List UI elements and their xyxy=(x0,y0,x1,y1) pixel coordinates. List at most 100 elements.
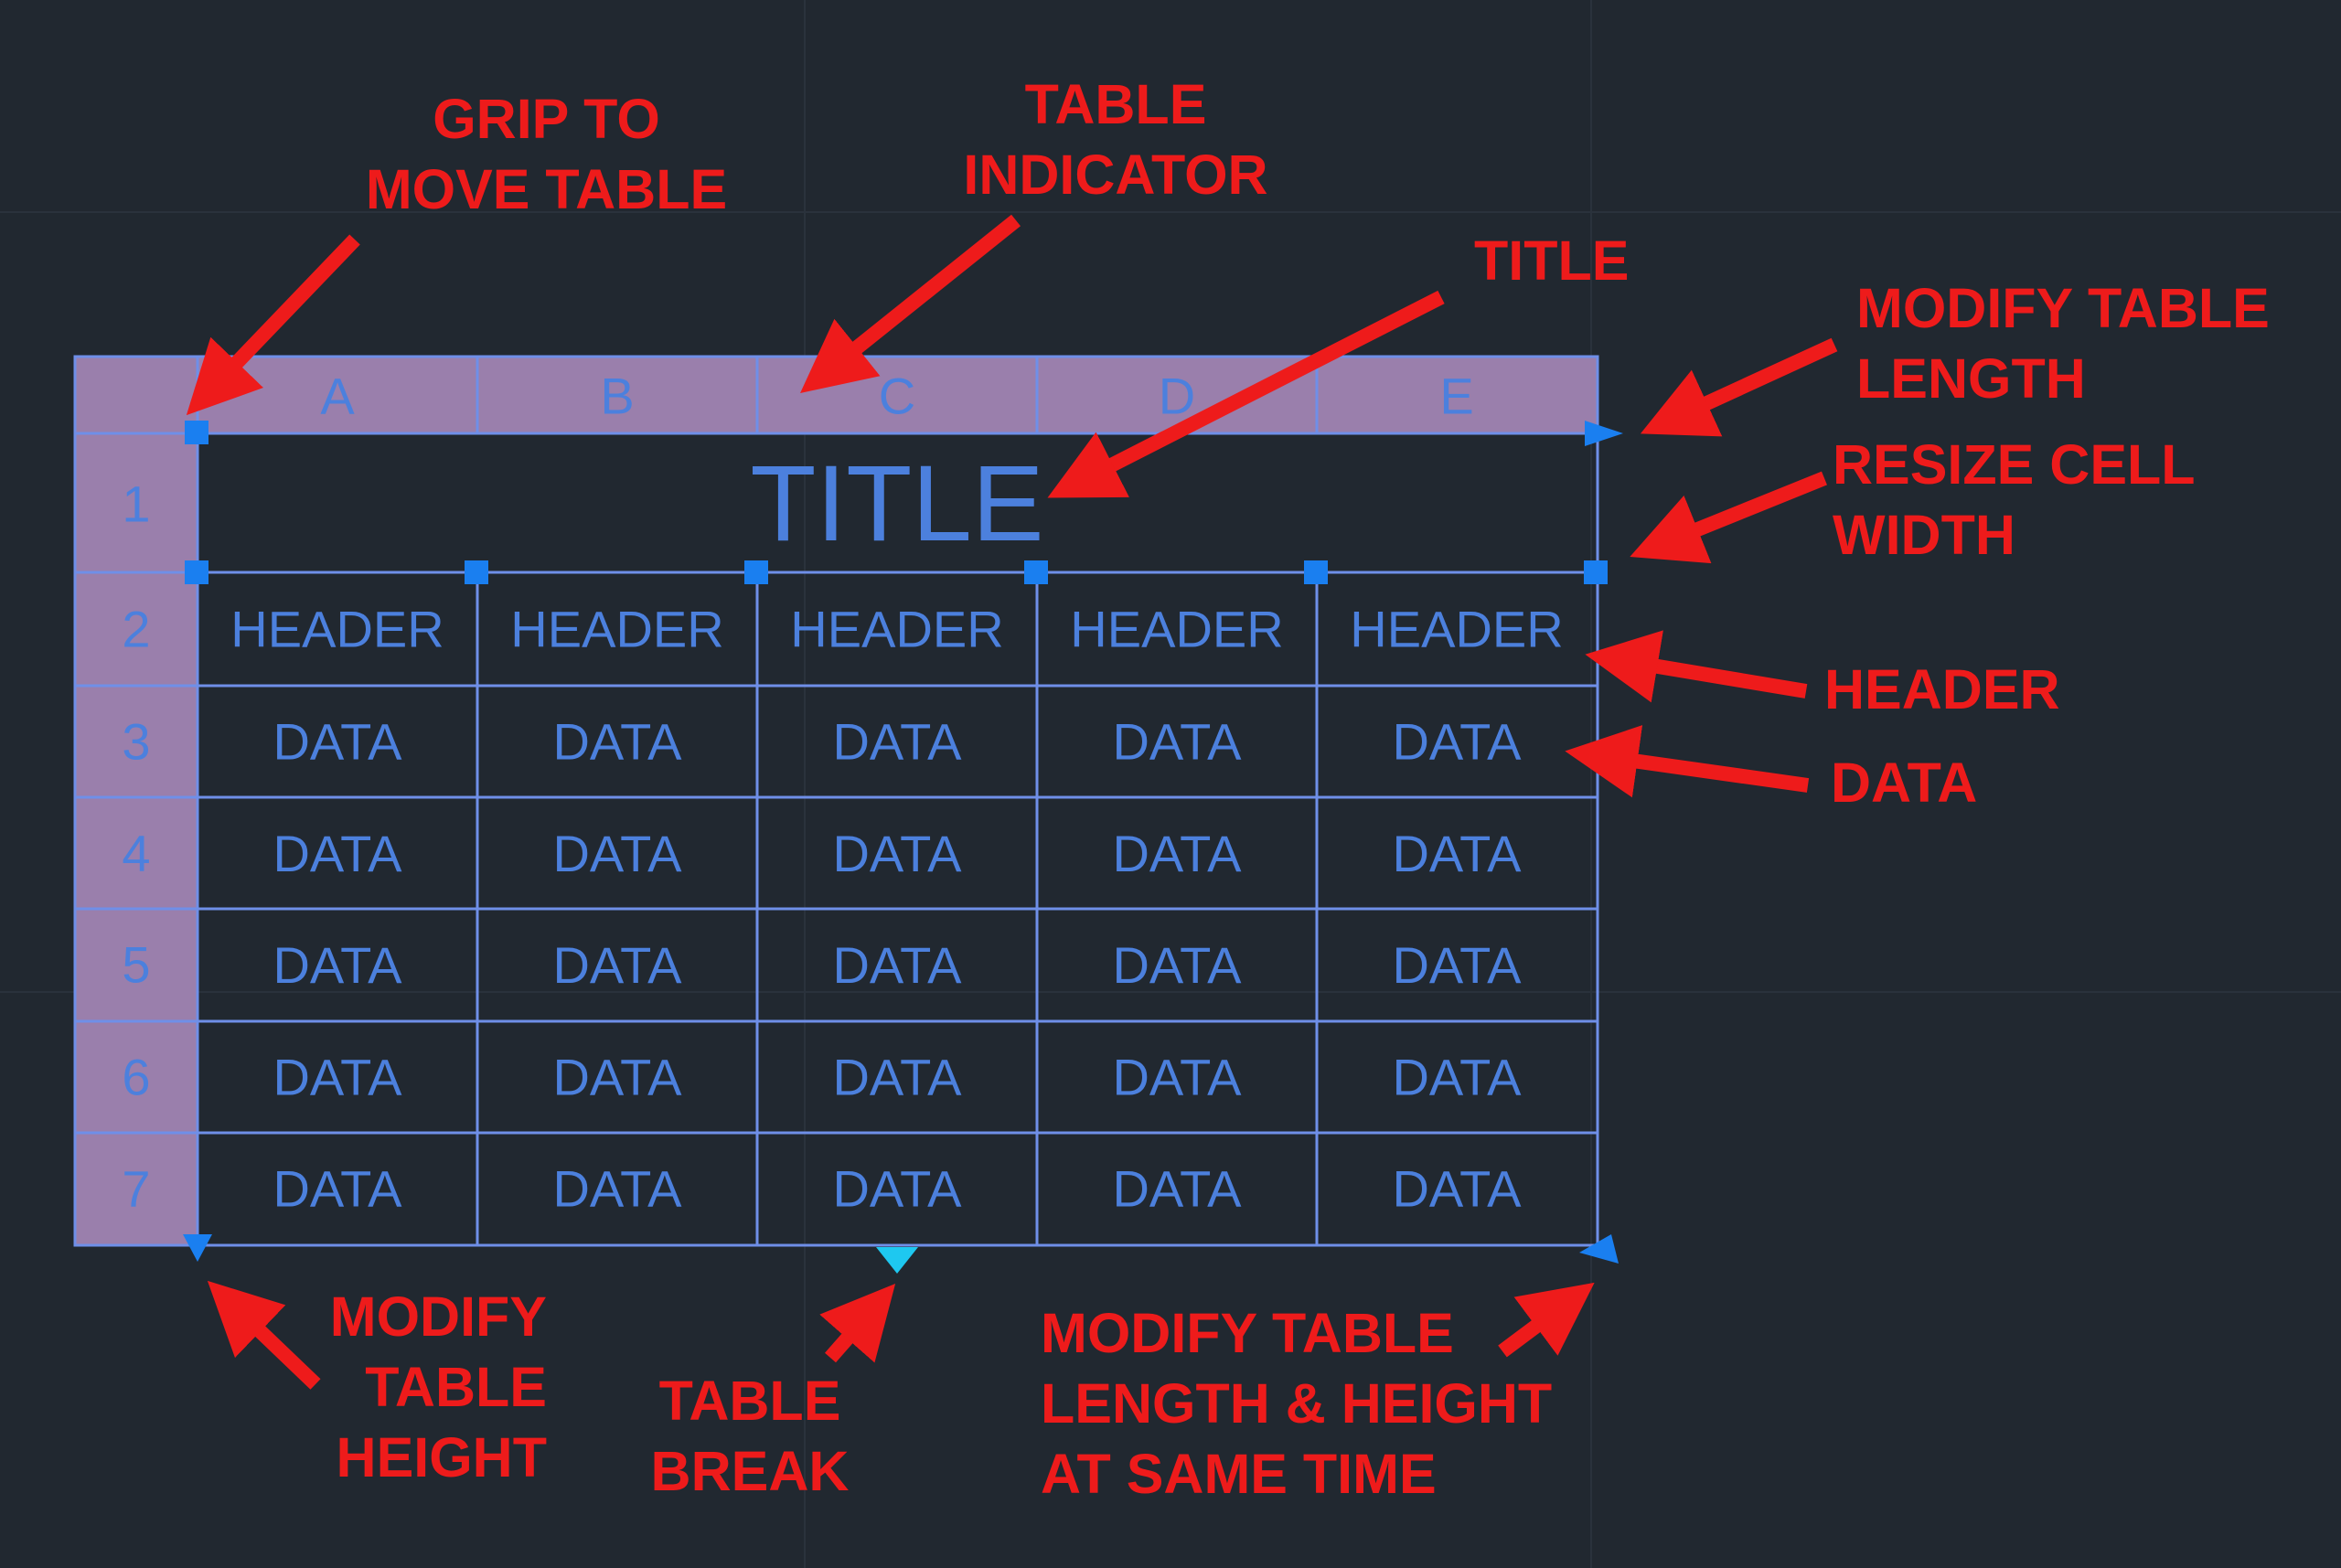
data-cell: DATA xyxy=(552,1160,682,1218)
header-cell: HEADER xyxy=(790,601,1003,658)
arrow-table-break xyxy=(819,1283,896,1363)
callout-line: TABLE xyxy=(365,1356,547,1418)
arrow-grip xyxy=(186,234,360,416)
data-cell: DATA xyxy=(273,713,402,771)
data-cell: DATA xyxy=(1392,1160,1522,1218)
callout-header: HEADER xyxy=(1824,655,2060,725)
data-cell: DATA xyxy=(1392,713,1522,771)
column-letters: A B C D E xyxy=(320,368,1473,425)
table-grips xyxy=(183,421,1623,1264)
data-cell: DATA xyxy=(273,825,402,882)
data-cell: DATA xyxy=(273,1048,402,1105)
callout-line: MODIFY xyxy=(329,1285,547,1348)
data-cell: DATA xyxy=(1112,713,1242,771)
callout-line: RESIZE CELL xyxy=(1833,433,2196,496)
data-cell: DATA xyxy=(1112,1048,1242,1105)
arrow-indicator xyxy=(800,214,1021,394)
callout-resize-cell-width: RESIZE CELL WIDTH xyxy=(1833,430,2196,571)
arrow-title xyxy=(1047,290,1445,498)
arrow-header xyxy=(1585,630,1808,703)
column-letter: E xyxy=(1439,368,1473,425)
data-cell: DATA xyxy=(552,1048,682,1105)
callout-data: DATA xyxy=(1831,748,1977,818)
table-height-grip[interactable] xyxy=(183,1234,212,1262)
table-grid xyxy=(73,355,1599,1247)
data-cell: DATA xyxy=(273,1160,402,1218)
column-letter: D xyxy=(1159,368,1195,425)
data-cell: DATA xyxy=(1392,825,1522,882)
callout-line: INDICATOR xyxy=(963,144,1268,206)
column-width-grip[interactable] xyxy=(1584,560,1608,584)
data-cell: DATA xyxy=(552,825,682,882)
callout-line: HEIGHT xyxy=(336,1426,547,1488)
table-break-grip[interactable] xyxy=(876,1247,918,1274)
column-width-grip[interactable] xyxy=(185,560,208,584)
header-cell: HEADER xyxy=(510,601,723,658)
data-cell: DATA xyxy=(1112,1160,1242,1218)
callout-line: LENGTH xyxy=(1856,347,2086,410)
callout-line: AT SAME TIME xyxy=(1041,1443,1437,1505)
callout-modify-table-height: MODIFY TABLE HEIGHT xyxy=(265,1282,547,1493)
length-height-grip[interactable] xyxy=(1579,1234,1619,1264)
data-cell: DATA xyxy=(1392,936,1522,994)
table-length-grip[interactable] xyxy=(1585,421,1623,446)
column-width-grip[interactable] xyxy=(1304,560,1328,584)
data-cell: DATA xyxy=(273,936,402,994)
callout-line: MOVE TABLE xyxy=(365,158,728,220)
data-cell: DATA xyxy=(832,713,962,771)
arrow-data xyxy=(1565,725,1810,798)
data-cell: DATA xyxy=(832,1048,962,1105)
header-cell: HEADER xyxy=(1350,601,1563,658)
callout-table-break: TABLE BREAK xyxy=(636,1366,864,1507)
move-grip[interactable] xyxy=(185,421,208,444)
table-title: TITLE xyxy=(750,443,1043,564)
data-cell: DATA xyxy=(552,936,682,994)
callout-modify-length-and-height: MODIFY TABLE LENGTH & HEIGHT AT SAME TIM… xyxy=(1041,1298,1552,1509)
column-width-grip[interactable] xyxy=(1024,560,1048,584)
callout-line: MODIFY TABLE xyxy=(1856,277,2270,339)
arrow-resize-width xyxy=(1630,471,1827,564)
callout-line: TITLE xyxy=(1474,229,1630,292)
column-letter: B xyxy=(600,368,634,425)
callout-modify-table-length: MODIFY TABLE LENGTH xyxy=(1856,273,2270,414)
callout-line: BREAK xyxy=(650,1440,850,1502)
callout-line: GRIP TO xyxy=(433,88,660,150)
data-cell: DATA xyxy=(1112,936,1242,994)
callout-line: TABLE xyxy=(658,1370,841,1432)
row-number: 2 xyxy=(122,601,150,658)
data-cell: DATA xyxy=(832,825,962,882)
callout-line: TABLE xyxy=(1024,73,1207,135)
row-numbers: 1 2 3 4 5 6 7 xyxy=(122,475,150,1218)
annotation-arrows xyxy=(186,214,1838,1390)
column-letter: A xyxy=(320,368,355,425)
row-number: 5 xyxy=(122,936,150,994)
header-cell: HEADER xyxy=(1070,601,1283,658)
header-cell: HEADER xyxy=(230,601,444,658)
data-cell: DATA xyxy=(832,936,962,994)
row-number: 4 xyxy=(122,825,150,882)
row-number: 7 xyxy=(122,1160,150,1218)
callout-line: LENGTH & HEIGHT xyxy=(1041,1372,1553,1435)
arrow-modify-length xyxy=(1640,337,1838,437)
column-letter: C xyxy=(879,368,915,425)
data-cell: DATA xyxy=(552,713,682,771)
callout-grip-to-move-table: GRIP TO MOVE TABLE xyxy=(347,84,745,225)
column-width-grip[interactable] xyxy=(744,560,768,584)
row-number: 1 xyxy=(122,475,150,533)
row-number: 6 xyxy=(122,1049,150,1106)
callout-line: WIDTH xyxy=(1833,504,2015,566)
callout-line: MODIFY TABLE xyxy=(1041,1302,1454,1364)
data-cell: DATA xyxy=(1392,1048,1522,1105)
row-indicator-band xyxy=(75,433,198,1245)
data-rows: DATA DATA DATA DATA DATA DATA DATA DATA DATA DATA… xyxy=(273,713,1522,1218)
column-width-grip[interactable] xyxy=(465,560,488,584)
callout-table-indicator: TABLE INDICATOR xyxy=(942,69,1289,210)
header-row: HEADER HEADER HEADER HEADER HEADER xyxy=(230,601,1563,658)
data-cell: DATA xyxy=(832,1160,962,1218)
callout-line: HEADER xyxy=(1824,658,2060,720)
data-cell: DATA xyxy=(1112,825,1242,882)
arrow-modify-both xyxy=(1498,1282,1595,1358)
callout-title: TITLE xyxy=(1474,226,1629,296)
row-number: 3 xyxy=(122,713,150,771)
